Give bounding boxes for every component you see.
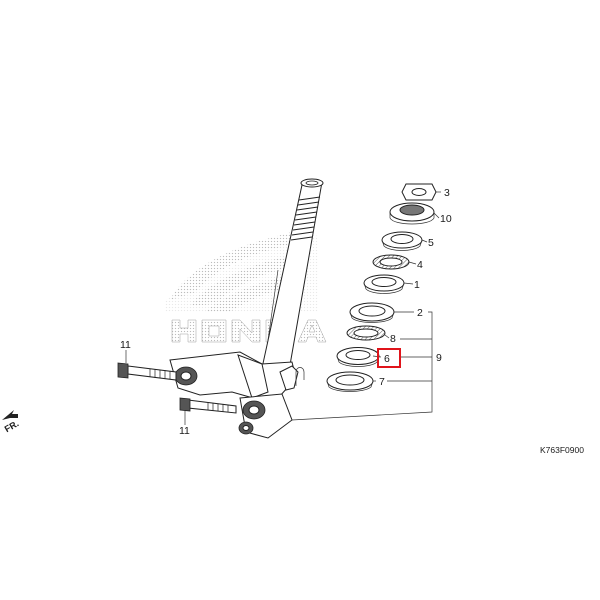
bottom-cone-race xyxy=(336,347,380,367)
honda-wordmark xyxy=(171,319,327,343)
callout-4[interactable]: 4 xyxy=(417,259,423,271)
callout-9[interactable]: 9 xyxy=(436,352,442,364)
lock-nut xyxy=(401,183,437,201)
callout-11-lower[interactable]: 11 xyxy=(179,425,190,437)
ball-race-lower-top xyxy=(349,302,395,323)
bolt-lower xyxy=(179,397,237,414)
callout-8[interactable]: 8 xyxy=(390,333,396,345)
callout-1[interactable]: 1 xyxy=(414,279,420,291)
callout-11-upper[interactable]: 11 xyxy=(120,339,131,351)
callout-2[interactable]: 2 xyxy=(417,307,423,319)
wire-clip xyxy=(295,367,305,386)
ball-race-upper xyxy=(363,274,405,294)
bolt-upper xyxy=(117,362,177,381)
callout-10[interactable]: 10 xyxy=(440,213,452,225)
cone-race-adjust-nut xyxy=(389,202,435,225)
callout-5[interactable]: 5 xyxy=(428,237,434,249)
callout-7[interactable]: 7 xyxy=(379,376,385,388)
diagram-code: K763F0900 xyxy=(540,445,584,455)
stem-bracket xyxy=(169,351,299,439)
steel-ball-lower xyxy=(346,325,386,341)
front-direction-label: FR. xyxy=(3,418,21,434)
callout-6[interactable]: 6 xyxy=(384,353,390,365)
dust-seal xyxy=(326,371,374,392)
top-cone-race xyxy=(381,231,423,251)
leader-lines xyxy=(125,191,441,425)
callout-3[interactable]: 3 xyxy=(444,187,450,199)
front-direction-arrow xyxy=(2,410,18,420)
highlight-box-part-6 xyxy=(377,348,401,368)
steel-ball-upper xyxy=(372,254,410,270)
